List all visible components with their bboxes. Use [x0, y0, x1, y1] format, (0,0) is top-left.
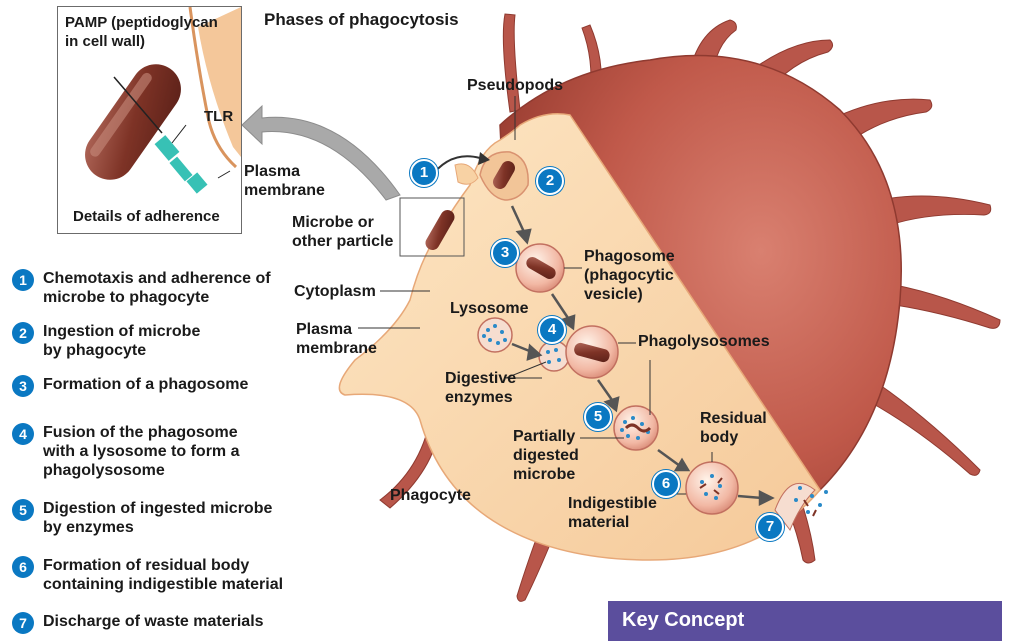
inset-caption: Details of adherence [73, 207, 220, 226]
step-number-5: 5 [12, 499, 34, 521]
phagosome-label: Phagosome (phagocytic vesicle) [584, 247, 684, 304]
phagolysosomes-label: Phagolysosomes [638, 332, 770, 351]
step-number-2: 2 [12, 322, 34, 344]
adherence-inset: PAMP (peptidoglycan in cell wall) TLR De… [57, 6, 242, 234]
tlr-label: TLR [204, 107, 233, 126]
marker-4: 4 [538, 316, 566, 344]
step-text-6: Formation of residual body containing in… [43, 556, 303, 594]
pseudopods-label: Pseudopods [467, 76, 563, 95]
indigestible-label: Indigestible material [568, 494, 668, 532]
partially-digested-label: Partially digested microbe [513, 427, 593, 484]
key-concept-title: Key Concept [622, 609, 744, 632]
tlr-receptor [155, 135, 208, 194]
marker-2: 2 [536, 167, 564, 195]
step-number-6: 6 [12, 556, 34, 578]
step-1: 1 Chemotaxis and adherence of microbe to… [12, 269, 312, 307]
residual-body-label: Residual body [700, 409, 780, 447]
marker-6: 6 [652, 470, 680, 498]
step-text-7: Discharge of waste materials [43, 612, 303, 631]
step-6: 6 Formation of residual body containing … [12, 556, 312, 594]
step-text-2: Ingestion of microbe by phagocyte [43, 322, 223, 360]
inset-plasma-membrane-label: Plasma membrane [244, 162, 330, 200]
step-number-1: 1 [12, 269, 34, 291]
pamp-label: PAMP (peptidoglycan in cell wall) [65, 13, 230, 51]
step-text-4: Fusion of the phagosome with a lysosome … [43, 423, 258, 480]
step-3: 3 Formation of a phagosome [12, 375, 312, 397]
step-text-5: Digestion of ingested microbe by enzymes [43, 499, 293, 537]
marker-1: 1 [410, 159, 438, 187]
step-text-1: Chemotaxis and adherence of microbe to p… [43, 269, 273, 307]
key-concept-bar: Key Concept [608, 601, 1002, 641]
step-2: 2 Ingestion of microbe by phagocyte [12, 322, 312, 360]
step-5: 5 Digestion of ingested microbe by enzym… [12, 499, 312, 537]
step-number-4: 4 [12, 423, 34, 445]
phagocyte-label: Phagocyte [390, 486, 471, 505]
step-text-3: Formation of a phagosome [43, 375, 283, 394]
step-4: 4 Fusion of the phagosome with a lysosom… [12, 423, 312, 480]
diagram-title: Phases of phagocytosis [264, 10, 459, 30]
lysosome-label: Lysosome [450, 299, 529, 318]
marker-5: 5 [584, 403, 612, 431]
step-number-7: 7 [12, 612, 34, 634]
digestive-enzymes-label: Digestive enzymes [445, 369, 525, 407]
step-number-3: 3 [12, 375, 34, 397]
inset-microbe [75, 54, 191, 189]
marker-3: 3 [491, 239, 519, 267]
microbe-label: Microbe or other particle [292, 213, 402, 251]
residual-body [686, 462, 738, 514]
step-7: 7 Discharge of waste materials [12, 612, 312, 634]
marker-7: 7 [756, 513, 784, 541]
